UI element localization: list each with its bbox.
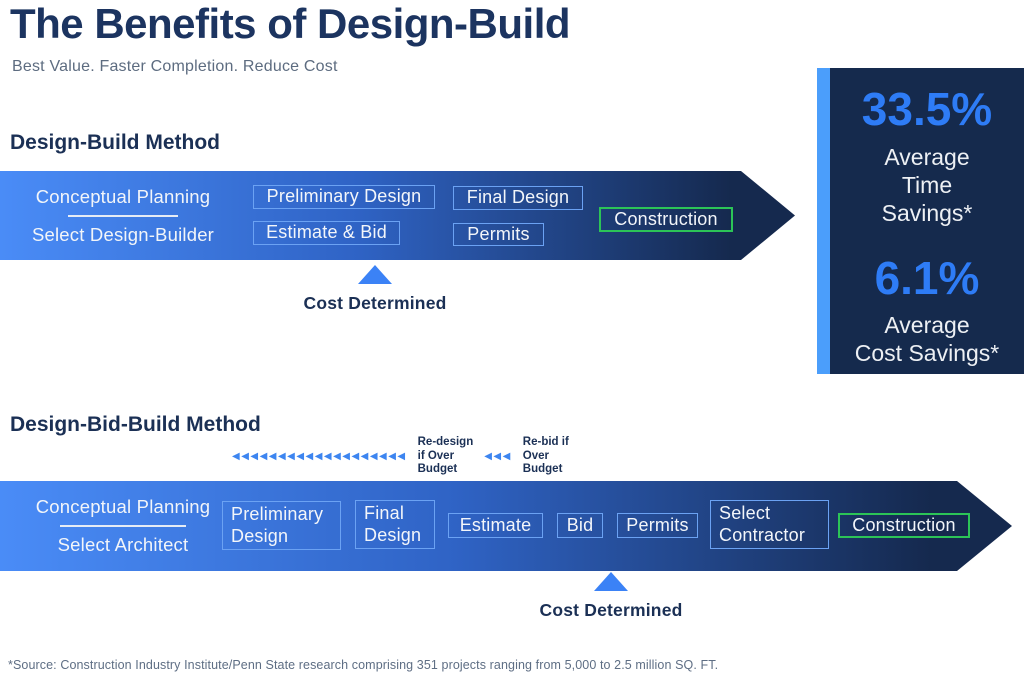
dbb-stage-estimate: Estimate [448, 513, 543, 538]
source-footnote: *Source: Construction Industry Institute… [8, 658, 719, 672]
cost-savings-value: 6.1% [874, 251, 980, 304]
db-stage-estimate-bid: Estimate & Bid [253, 221, 400, 245]
dbb-stage-bid: Bid [557, 513, 603, 538]
phase-divider-line [60, 525, 186, 527]
rebid-label: Re-bid if Over Budget [522, 436, 569, 476]
phase-divider-line [68, 215, 178, 217]
dbb-stage-select-contractor: Select Contractor [710, 500, 829, 549]
dbb-stage-final-design: Final Design [355, 500, 435, 549]
design-bid-build-timeline-arrow: Conceptual Planning Select Architect Pre… [0, 481, 1012, 571]
dbb-phase-top-label: Conceptual Planning [35, 496, 211, 517]
page-subtitle: Best Value. Faster Completion. Reduce Co… [12, 58, 338, 75]
savings-stats-panel: 33.5% Average Time Savings* 6.1% Average… [817, 68, 1024, 374]
time-savings-label: Average Time Savings* [881, 143, 973, 226]
db-stage-construction: Construction [599, 207, 733, 232]
dbb-stage-permits: Permits [617, 513, 698, 538]
dbb-cost-marker-triangle-icon [594, 572, 628, 591]
redesign-left-arrows-icon: ◀◀◀◀◀◀◀◀◀◀◀◀◀◀◀◀◀◀◀ [232, 451, 407, 463]
time-savings-value: 33.5% [861, 83, 993, 135]
rebid-left-arrows-icon: ◀◀◀ [484, 451, 512, 463]
db-stage-final-design: Final Design [453, 186, 583, 210]
db-phase-top-label: Conceptual Planning [35, 185, 211, 207]
design-bid-build-heading: Design-Bid-Build Method [10, 413, 261, 436]
design-build-timeline-arrow: Conceptual Planning Select Design-Builde… [0, 171, 795, 260]
db-stage-permits: Permits [453, 223, 544, 246]
db-cost-determined-label: Cost Determined [303, 293, 447, 313]
db-phase-bottom-label: Select Design-Builder [31, 223, 215, 245]
db-phase-conceptual-planning: Conceptual Planning Select Design-Builde… [12, 171, 234, 260]
page-title: The Benefits of Design-Build [10, 0, 571, 47]
db-cost-marker-triangle-icon [358, 265, 392, 284]
cost-savings-label: Average Cost Savings* [854, 312, 1000, 367]
dbb-phase-bottom-label: Select Architect [57, 534, 189, 555]
feedback-loop-row: ◀◀◀◀◀◀◀◀◀◀◀◀◀◀◀◀◀◀◀ Re-design if Over Bu… [232, 436, 569, 477]
dbb-stage-construction: Construction [838, 513, 970, 538]
design-build-heading: Design-Build Method [10, 131, 220, 154]
redesign-label: Re-design if Over Budget [417, 436, 474, 476]
dbb-stage-preliminary-design: Preliminary Design [222, 501, 341, 550]
dbb-phase-conceptual-planning: Conceptual Planning Select Architect [12, 481, 234, 571]
db-stage-preliminary-design: Preliminary Design [253, 185, 435, 209]
panel-accent-stripe [817, 68, 830, 374]
dbb-cost-determined-label: Cost Determined [539, 600, 683, 620]
